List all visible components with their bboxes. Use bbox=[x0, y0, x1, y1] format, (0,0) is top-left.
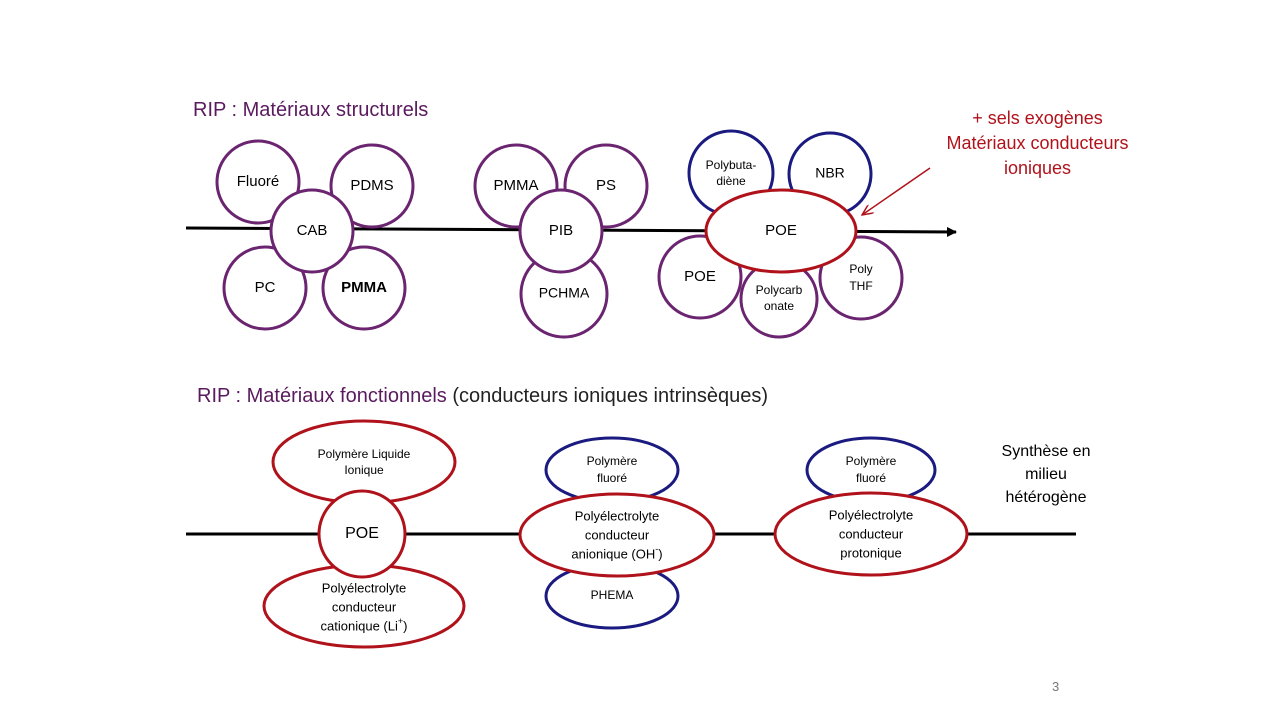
functional-heading-note: (conducteurs ioniques intrinsèques) bbox=[452, 385, 769, 407]
svg-text:Poly: Poly bbox=[849, 262, 872, 276]
svg-text:protonique: protonique bbox=[840, 545, 901, 560]
svg-text:conducteur: conducteur bbox=[585, 527, 650, 542]
svg-text:Polymère: Polymère bbox=[587, 454, 638, 468]
node-polyelectrolyte-protonique: Polyélectrolyte conducteur protonique bbox=[773, 491, 969, 577]
svg-text:PMMA: PMMA bbox=[494, 177, 539, 194]
synthesis-label: Synthèse en milieu hétérogène bbox=[986, 440, 1106, 509]
svg-text:Ionique: Ionique bbox=[344, 463, 384, 477]
node-cab: CAB bbox=[269, 188, 355, 274]
svg-text:fluoré: fluoré bbox=[597, 471, 627, 485]
node-pib: PIB bbox=[518, 188, 604, 274]
svg-text:POE: POE bbox=[684, 268, 716, 285]
node-pmma-bold: PMMA bbox=[321, 245, 407, 331]
svg-text:PCHMA: PCHMA bbox=[539, 285, 590, 301]
svg-text:cationique (Li+): cationique (Li+) bbox=[321, 616, 408, 633]
svg-text:anionique (OH-): anionique (OH-) bbox=[571, 544, 662, 561]
node-polycarbonate: Polycarb onate bbox=[739, 259, 819, 339]
svg-text:Polyélectrolyte: Polyélectrolyte bbox=[829, 507, 914, 522]
svg-text:PS: PS bbox=[596, 177, 616, 194]
svg-text:THF: THF bbox=[849, 279, 872, 293]
exogenous-salts-note: + sels exogènes Matériaux conducteurs io… bbox=[925, 106, 1150, 181]
note-line-3: ioniques bbox=[1003, 158, 1072, 178]
svg-text:CAB: CAB bbox=[297, 222, 328, 239]
node-poe-functional: POE bbox=[317, 489, 407, 579]
svg-text:POE: POE bbox=[345, 525, 379, 542]
svg-text:POE: POE bbox=[765, 222, 797, 239]
node-polymere-fluore-2: Polymère fluoré bbox=[805, 436, 937, 504]
note-line-2: Matériaux conducteurs bbox=[946, 133, 1129, 153]
svg-text:Polybuta-: Polybuta- bbox=[706, 158, 757, 172]
structural-heading: RIP : Matériaux structurels bbox=[193, 99, 428, 122]
svg-text:PIB: PIB bbox=[549, 222, 573, 239]
svg-text:Fluoré: Fluoré bbox=[237, 173, 280, 190]
page-number: 3 bbox=[1052, 679, 1060, 694]
svg-text:diène: diène bbox=[716, 174, 746, 188]
node-polyelectrolyte-anionique: Polyélectrolyte conducteur anionique (OH… bbox=[518, 492, 716, 578]
synthesis-line-2: milieu bbox=[1025, 466, 1067, 483]
node-pc: PC bbox=[222, 245, 308, 331]
svg-text:Polyélectrolyte: Polyélectrolyte bbox=[575, 508, 660, 523]
node-fluore: Fluoré bbox=[215, 139, 301, 225]
svg-text:PDMS: PDMS bbox=[350, 177, 393, 194]
svg-text:fluoré: fluoré bbox=[856, 471, 886, 485]
svg-text:PC: PC bbox=[255, 279, 276, 296]
svg-text:Polycarb: Polycarb bbox=[756, 283, 803, 297]
svg-text:Polymère: Polymère bbox=[846, 454, 897, 468]
node-pdms: PDMS bbox=[329, 143, 415, 229]
functional-heading: RIP : Matériaux fonctionnels (conducteur… bbox=[197, 385, 768, 408]
node-polymere-fluore-1: Polymère fluoré bbox=[544, 436, 680, 504]
svg-text:PHEMA: PHEMA bbox=[591, 588, 634, 602]
svg-text:conducteur: conducteur bbox=[839, 526, 904, 541]
annotation-arrow bbox=[862, 167, 931, 215]
svg-text:conducteur: conducteur bbox=[332, 599, 397, 614]
svg-text:PMMA: PMMA bbox=[341, 279, 387, 296]
node-polymere-liquide-ionique: Polymère Liquide Ionique bbox=[271, 419, 457, 505]
structural-heading-text: RIP : Matériaux structurels bbox=[193, 99, 429, 121]
node-poe-center: POE bbox=[704, 188, 858, 274]
synthesis-line-1: Synthèse en bbox=[1001, 443, 1091, 460]
svg-text:Polymère Liquide: Polymère Liquide bbox=[318, 447, 411, 461]
svg-text:NBR: NBR bbox=[815, 165, 845, 181]
synthesis-line-3: hétérogène bbox=[1005, 489, 1087, 506]
node-polyelectrolyte-cationique: Polyélectrolyte conducteur cationique (L… bbox=[262, 563, 466, 649]
svg-text:onate: onate bbox=[764, 299, 794, 313]
note-line-1: + sels exogènes bbox=[972, 108, 1103, 128]
svg-text:Polyélectrolyte: Polyélectrolyte bbox=[322, 580, 407, 595]
functional-heading-text: RIP : Matériaux fonctionnels bbox=[197, 385, 447, 407]
